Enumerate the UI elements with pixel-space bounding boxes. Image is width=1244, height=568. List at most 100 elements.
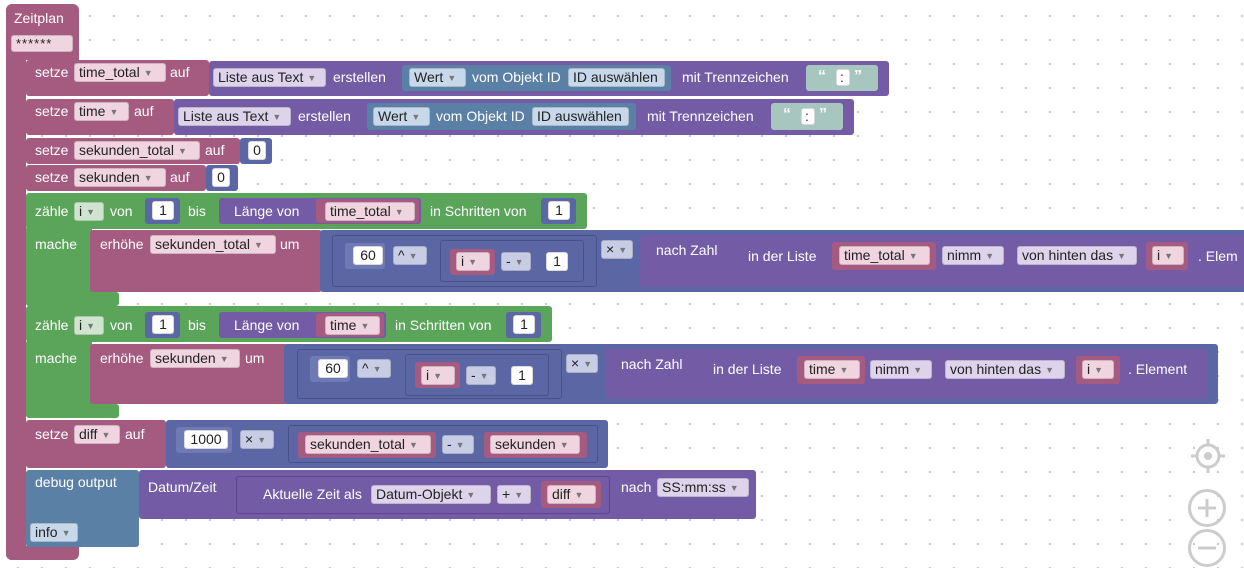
variable-dropdown[interactable]: time▼ [74, 102, 129, 121]
variable-dropdown[interactable]: diff▼ [547, 485, 596, 504]
variable-dropdown[interactable]: i▼ [456, 252, 490, 271]
auf-label: auf [125, 426, 145, 442]
schedule-field[interactable]: ****** [11, 35, 73, 52]
operator-dropdown[interactable]: -▼ [442, 435, 474, 454]
variable-name: sekunden [155, 350, 216, 366]
variable-dropdown[interactable]: i▼ [421, 366, 455, 385]
mode-dropdown[interactable]: nimm▼ [942, 246, 1004, 265]
chevron-down-icon: ▼ [408, 251, 418, 261]
chevron-down-icon: ▼ [101, 430, 111, 440]
variable-name: sekunden [79, 169, 140, 185]
to-label: bis [188, 203, 206, 219]
number-field[interactable]: 1 [513, 315, 535, 334]
number-field[interactable]: 1 [511, 366, 533, 385]
chevron-down-icon: ▼ [86, 321, 96, 331]
variable-name: time_total [330, 203, 391, 219]
chevron-down-icon: ▼ [257, 435, 267, 445]
number-field[interactable]: 0 [212, 168, 230, 187]
number-field[interactable]: 1 [152, 315, 174, 334]
value-dropdown[interactable]: Wert▼ [409, 68, 466, 87]
where-label: von hinten das [1022, 247, 1114, 263]
target-icon[interactable] [1190, 438, 1226, 474]
date-object-dropdown[interactable]: Datum-Objekt▼ [371, 485, 491, 504]
variable-dropdown[interactable]: time_total▼ [74, 63, 166, 82]
operator-label: × [606, 241, 615, 257]
variable-dropdown[interactable]: sekunden_total▼ [305, 435, 431, 454]
separator-field[interactable]: : [801, 108, 815, 125]
operator-dropdown[interactable]: -▼ [501, 252, 531, 271]
value-dropdown[interactable]: Wert▼ [373, 107, 430, 126]
increment-label: erhöhe [100, 236, 144, 252]
loop-variable-dropdown[interactable]: i▼ [74, 202, 104, 221]
number-field[interactable]: 60 [318, 359, 348, 378]
variable-dropdown[interactable]: sekunden▼ [74, 168, 166, 187]
object-id-picker[interactable]: ID auswählen [568, 68, 665, 87]
variable-dropdown[interactable]: time▼ [804, 360, 860, 379]
list-mode-dropdown[interactable]: Liste aus Text▼ [213, 68, 326, 87]
element-label: . Elem [1198, 248, 1238, 264]
auf-label: auf [134, 103, 154, 119]
set-label: setze [35, 64, 69, 80]
value-label: Wert [378, 108, 408, 124]
variable-dropdown[interactable]: time▼ [325, 316, 380, 335]
operator-dropdown[interactable]: ×▼ [240, 430, 274, 449]
operator-dropdown[interactable]: ^▼ [393, 246, 427, 265]
variable-dropdown[interactable]: diff▼ [74, 425, 120, 444]
operator-label: × [571, 355, 580, 371]
list-mode-label: Liste aus Text [218, 69, 304, 85]
number-field[interactable]: 1 [546, 252, 568, 271]
operator-dropdown[interactable]: ×▼ [566, 354, 598, 373]
loop-variable-dropdown[interactable]: i▼ [74, 316, 104, 335]
variable-dropdown[interactable]: time_total▼ [325, 202, 415, 221]
variable-name: i [1087, 361, 1091, 377]
variable-dropdown[interactable]: i▼ [1082, 360, 1114, 379]
zoom-in-icon[interactable] [1188, 489, 1226, 527]
zoom-out-icon[interactable] [1188, 529, 1226, 567]
chevron-down-icon: ▼ [109, 107, 119, 117]
chevron-down-icon: ▼ [466, 490, 476, 500]
log-level-label: info [35, 524, 58, 540]
format-label: SS:mm:ss [662, 479, 726, 495]
variable-dropdown[interactable]: sekunden_total▼ [74, 141, 200, 160]
variable-dropdown[interactable]: time_total▼ [839, 246, 930, 265]
create-label: erstellen [333, 69, 386, 85]
event-title: Zeitplan [14, 10, 64, 26]
count-loop-footer [26, 404, 119, 418]
length-label: Länge von [234, 317, 300, 333]
variable-name: time_total [79, 64, 140, 80]
chevron-down-icon: ▼ [307, 73, 317, 83]
variable-name: time [79, 103, 106, 119]
object-id-picker[interactable]: ID auswählen [532, 107, 629, 126]
format-dropdown[interactable]: SS:mm:ss▼ [657, 478, 749, 497]
chevron-down-icon: ▼ [559, 440, 569, 450]
variable-dropdown[interactable]: sekunden_total▼ [150, 235, 276, 254]
variable-dropdown[interactable]: i▼ [1152, 246, 1184, 265]
log-level-dropdown[interactable]: info▼ [30, 523, 78, 542]
number-field[interactable]: 1000 [184, 430, 228, 449]
chevron-down-icon: ▼ [479, 371, 489, 381]
operator-dropdown[interactable]: ^▼ [357, 359, 391, 378]
operator-dropdown[interactable]: ×▼ [601, 240, 633, 259]
mode-dropdown[interactable]: nimm▼ [870, 360, 932, 379]
number-field[interactable]: 1 [548, 201, 570, 220]
operator-dropdown[interactable]: -▼ [466, 366, 496, 385]
chevron-down-icon: ▼ [272, 112, 282, 122]
variable-name: sekunden_total [155, 236, 250, 252]
separator-label: mit Trennzeichen [647, 108, 754, 124]
where-dropdown[interactable]: von hinten das▼ [1017, 246, 1137, 265]
where-dropdown[interactable]: von hinten das▼ [945, 360, 1065, 379]
schedule-event-body [6, 56, 26, 560]
chevron-down-icon: ▼ [219, 354, 229, 364]
list-mode-dropdown[interactable]: Liste aus Text▼ [178, 107, 291, 126]
number-field[interactable]: 0 [248, 141, 266, 160]
operator-dropdown[interactable]: +▼ [497, 485, 531, 504]
number-field[interactable]: 1 [152, 201, 174, 220]
separator-field[interactable]: : [836, 69, 850, 86]
variable-dropdown[interactable]: sekunden▼ [150, 349, 240, 368]
chevron-down-icon: ▼ [86, 207, 96, 217]
do-label: mache [35, 236, 78, 252]
variable-dropdown[interactable]: sekunden▼ [490, 435, 580, 454]
number-field[interactable]: 60 [353, 246, 383, 265]
object-id-label: vom Objekt ID [436, 108, 525, 124]
operator-label: - [471, 367, 476, 383]
